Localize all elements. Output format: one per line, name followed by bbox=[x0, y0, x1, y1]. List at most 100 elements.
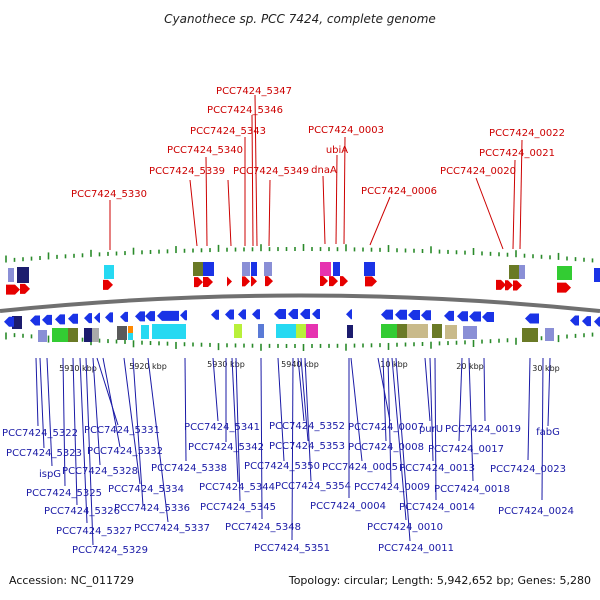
gene-label: PCC7424_5330 bbox=[71, 189, 147, 200]
gene-label: PCC7424_0017 bbox=[428, 444, 504, 455]
gene-block bbox=[333, 262, 340, 276]
reverse-gene-arrow bbox=[4, 316, 14, 327]
gene-block bbox=[68, 328, 78, 342]
gene-label: PCC7424_0008 bbox=[348, 442, 424, 453]
gene-label: PCC7424_5352 bbox=[269, 421, 345, 432]
gene-block bbox=[152, 324, 186, 339]
gene-block bbox=[251, 262, 257, 276]
gene-block bbox=[522, 328, 538, 342]
forward-gene-arrow bbox=[320, 276, 328, 287]
scale-label: 5920 kbp bbox=[129, 362, 167, 371]
reverse-gene-arrow bbox=[312, 309, 320, 320]
gene-block bbox=[203, 262, 214, 276]
gene-label: ubiA bbox=[326, 145, 348, 156]
gene-label: PCC7424_5326 bbox=[44, 506, 120, 517]
gene-block bbox=[432, 324, 442, 338]
bottom-gene-labels: PCC7424_5322 PCC7424_5331 PCC7424_5341 P… bbox=[2, 421, 574, 556]
gene-block bbox=[38, 330, 47, 342]
gene-block bbox=[407, 324, 428, 338]
gene-label: PCC7424_0018 bbox=[434, 484, 510, 495]
gene-label: PCC7424_0011 bbox=[378, 543, 454, 554]
gene-label: PCC7424_5328 bbox=[62, 466, 138, 477]
gene-block bbox=[445, 325, 457, 339]
reverse-gene-arrow bbox=[225, 309, 234, 320]
reverse-gene-arrow bbox=[238, 309, 246, 320]
forward-gene-arrow bbox=[20, 283, 30, 294]
reverse-gene-arrow bbox=[300, 309, 310, 319]
reverse-gene-arrow bbox=[135, 311, 145, 322]
reverse-gene-arrow bbox=[346, 309, 352, 320]
reverse-gene-arrow bbox=[42, 314, 52, 325]
gene-label: PCC7424_5339 bbox=[149, 166, 225, 177]
scale-label: 30 kbp bbox=[532, 364, 560, 373]
reverse-gene-arrows bbox=[4, 309, 600, 327]
gene-label: PCC7424_0023 bbox=[490, 464, 566, 475]
forward-gene-arrow bbox=[557, 282, 571, 293]
forward-gene-arrow bbox=[194, 277, 203, 288]
gene-label: PCC7424_0007 bbox=[348, 422, 424, 433]
gene-label: PCC7424_5323 bbox=[6, 448, 82, 459]
gene-label: PCC7424_5331 bbox=[84, 425, 160, 436]
gene-label: PCC7424_5322 bbox=[2, 428, 78, 439]
reverse-gene-arrow bbox=[180, 310, 187, 321]
bottom-leader-lines bbox=[35, 357, 551, 546]
gene-block bbox=[17, 267, 29, 283]
gene-block bbox=[12, 316, 22, 329]
gene-label: fabG bbox=[536, 427, 560, 438]
forward-gene-arrow bbox=[513, 280, 522, 291]
reverse-gene-arrow bbox=[105, 312, 113, 323]
gene-block bbox=[296, 324, 306, 338]
gene-label: PCC7424_5346 bbox=[207, 105, 283, 116]
reverse-gene-arrow bbox=[444, 310, 454, 321]
gene-block bbox=[397, 324, 407, 338]
map-title: Cyanothece sp. PCC 7424, complete genome bbox=[164, 12, 436, 26]
gene-label: PCC7424_5350 bbox=[244, 461, 320, 472]
gene-block bbox=[128, 326, 133, 333]
gene-block bbox=[347, 325, 353, 338]
gene-block bbox=[234, 324, 242, 338]
gene-block bbox=[141, 325, 149, 339]
forward-gene-arrow bbox=[242, 276, 250, 287]
gene-label: PCC7424_0019 bbox=[445, 424, 521, 435]
gene-block bbox=[381, 324, 397, 338]
gene-label: PCC7424_5325 bbox=[26, 488, 102, 499]
accession-text: Accession: NC_011729 bbox=[9, 574, 135, 587]
gene-label: PCC7424_5343 bbox=[190, 126, 266, 137]
gene-block bbox=[545, 328, 554, 341]
gene-label: purU bbox=[419, 424, 443, 435]
scale-label: 20 kbp bbox=[456, 362, 484, 371]
gene-block bbox=[258, 324, 264, 338]
reverse-gene-arrow bbox=[120, 311, 128, 322]
gene-block bbox=[463, 326, 477, 339]
gene-label: PCC7424_5332 bbox=[87, 446, 163, 457]
gene-label: PCC7424_0005 bbox=[322, 462, 398, 473]
reverse-gene-arrow bbox=[55, 314, 65, 325]
gene-label: PCC7424_5349 bbox=[233, 166, 309, 177]
gene-label: PCC7424_0010 bbox=[367, 522, 443, 533]
reverse-gene-arrow bbox=[157, 310, 179, 321]
gene-label: PCC7424_5334 bbox=[108, 484, 184, 495]
gene-label: PCC7424_0009 bbox=[354, 482, 430, 493]
scale-label: 5940 kbp bbox=[281, 360, 319, 369]
forward-gene-arrow bbox=[6, 284, 20, 295]
reverse-gene-arrow bbox=[421, 310, 431, 321]
gene-label: PCC7424_5353 bbox=[269, 441, 345, 452]
gene-label: PCC7424_5354 bbox=[275, 481, 351, 492]
reverse-gene-arrow bbox=[288, 309, 298, 320]
gene-label: dnaA bbox=[311, 165, 337, 176]
gene-label: PCC7424_0003 bbox=[308, 125, 384, 136]
gene-block bbox=[276, 324, 296, 338]
gene-label: PCC7424_5337 bbox=[134, 523, 210, 534]
forward-gene-arrow bbox=[265, 276, 273, 287]
gene-blocks-top bbox=[8, 262, 600, 283]
reverse-gene-arrow bbox=[84, 313, 92, 324]
gene-label: PCC7424_5351 bbox=[254, 543, 330, 554]
gene-block bbox=[193, 262, 203, 276]
forward-gene-arrows bbox=[6, 276, 571, 295]
forward-gene-arrow bbox=[103, 279, 113, 290]
gene-label: PCC7424_5344 bbox=[199, 482, 275, 493]
gene-label: PCC7424_5348 bbox=[225, 522, 301, 533]
gene-label: ispG bbox=[39, 469, 61, 480]
gene-label: PCC7424_5345 bbox=[200, 502, 276, 513]
gene-label: PCC7424_0020 bbox=[440, 166, 516, 177]
